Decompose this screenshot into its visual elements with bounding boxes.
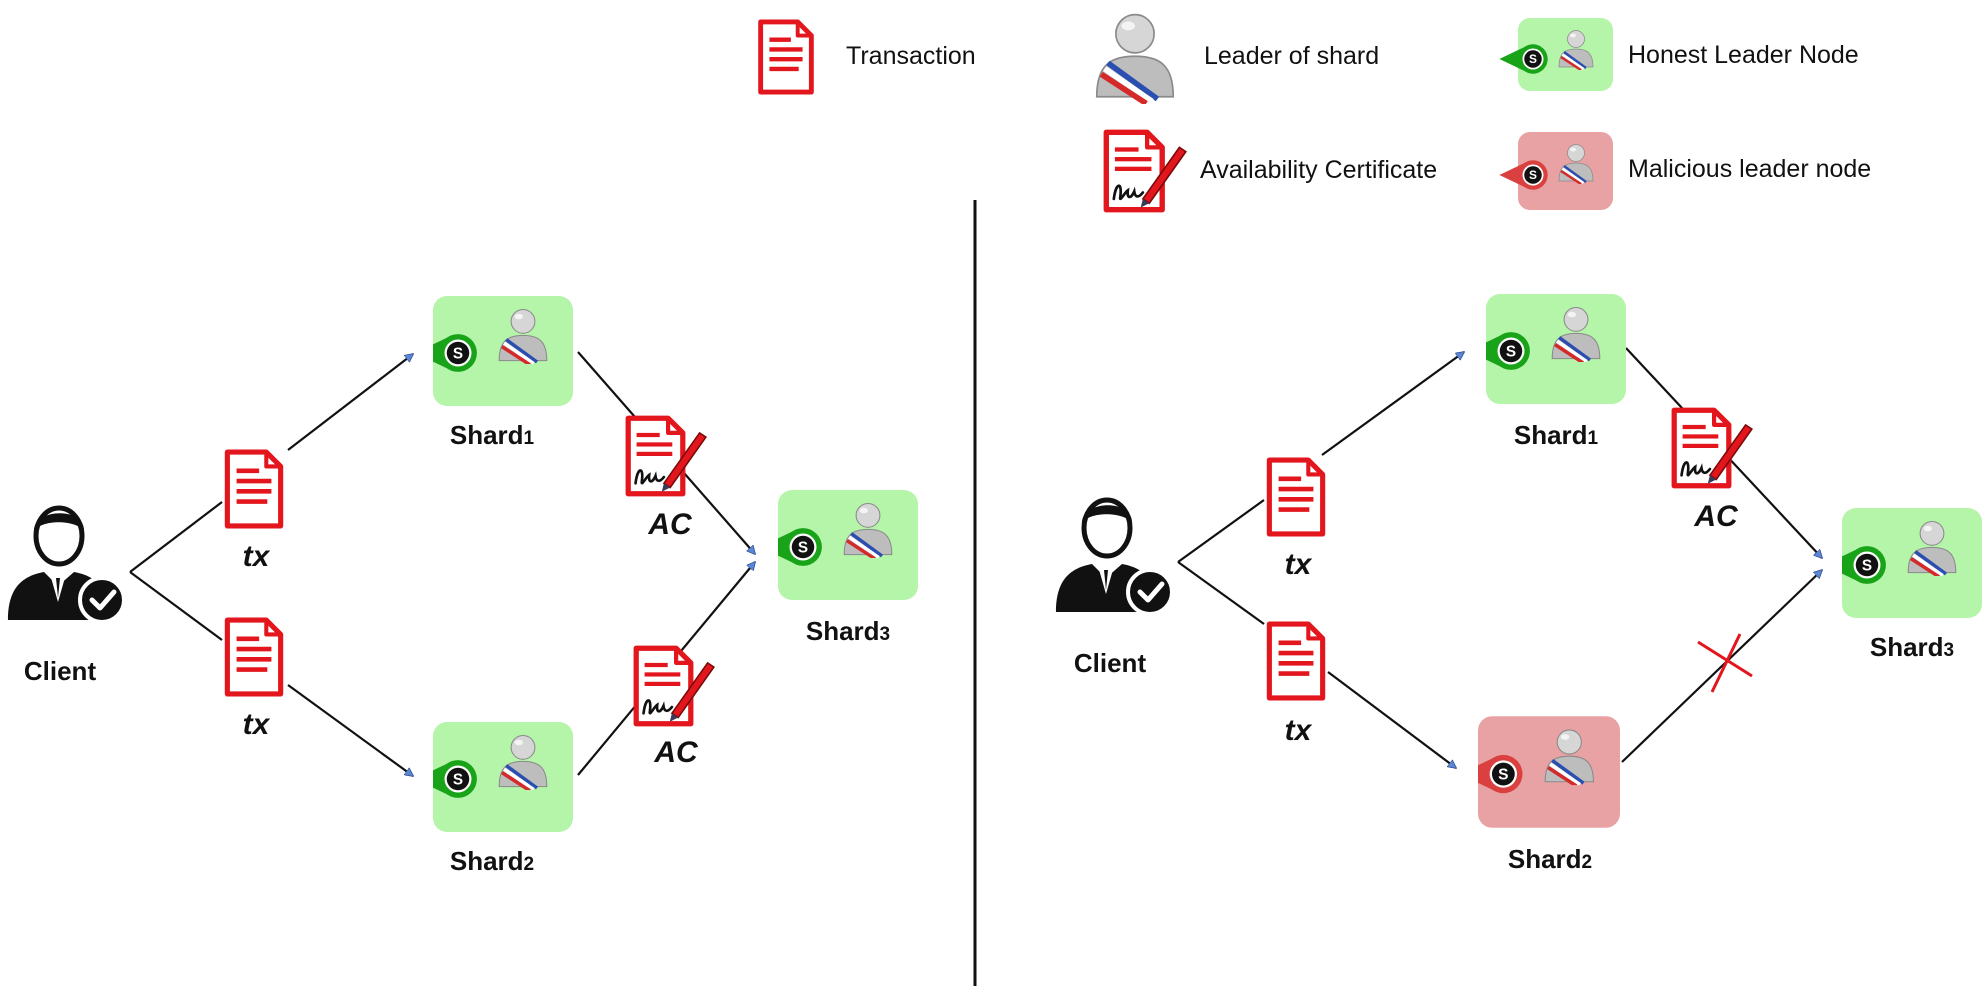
signed-document-icon [1674,410,1752,486]
leader-sash-icon [1097,15,1174,104]
shard2-malicious-node [1460,716,1620,828]
tx-label: tx [1285,548,1313,581]
signed-document-icon [628,418,706,494]
shard1-honest-node [1468,294,1626,404]
edge-client-tx-bottom [129,571,223,641]
edge-client-tx-bottom [1177,561,1265,625]
legend-honest-label: Honest Leader Node [1628,41,1859,69]
tx-label: tx [243,540,271,573]
legend-malicious-label: Malicious leader node [1628,155,1871,183]
transaction-icon [1269,624,1322,698]
tx-label: tx [1285,714,1313,747]
edge-shard2-shard3-blocked [1621,570,1822,763]
right-scenario: Client tx tx Shard1 Shard2 Shard3 AC [1056,294,1982,874]
legend-leader-label: Leader of shard [1204,42,1379,70]
green-coin-pin-icon [1499,44,1548,74]
ac-label: AC [653,736,699,769]
edge-tx-shard1 [1321,352,1464,456]
shard3-honest-node [760,490,918,600]
transaction-icon [761,22,812,92]
shard2-label: Shard2 [450,846,534,876]
signed-document-icon [1106,132,1186,209]
edge-client-tx-top [129,501,223,573]
shard3-honest-node [1824,508,1982,618]
transaction-icon [227,452,280,526]
legend-certificate-label: Availability Certificate [1200,156,1437,184]
shard1-label: Shard1 [1514,420,1599,450]
client-label: Client [1074,648,1147,678]
shard3-label: Shard3 [806,616,890,646]
shard1-label: Shard1 [450,420,535,450]
verified-user-icon [1056,500,1172,614]
legend-honest-node [1499,18,1613,91]
shard3-label: Shard3 [1870,632,1954,662]
legend-malicious-node [1499,132,1613,210]
red-coin-pin-icon [1499,160,1548,190]
ac-label: AC [647,508,693,541]
shard2-label: Shard2 [1508,844,1592,874]
ac-label: AC [1693,500,1739,533]
edge-tx-shard2 [287,684,413,776]
edge-tx-shard1 [287,354,413,451]
transaction-icon [1269,460,1322,534]
verified-user-icon [8,508,124,622]
shard2-honest-node [415,722,573,832]
legend: Transaction Leader of shard Honest Leade… [761,15,1871,210]
edge-tx-shard2 [1327,671,1456,768]
edge-client-tx-top [1177,499,1265,563]
legend-transaction-label: Transaction [846,42,976,70]
shard1-honest-node [415,296,573,406]
transaction-icon [227,620,280,694]
tx-label: tx [243,708,271,741]
client-label: Client [24,656,97,686]
left-scenario: Client tx tx Shard1 Shard2 Shard3 AC AC [8,296,918,876]
signed-document-icon [636,648,714,724]
red-x-cross-icon [1697,633,1753,693]
